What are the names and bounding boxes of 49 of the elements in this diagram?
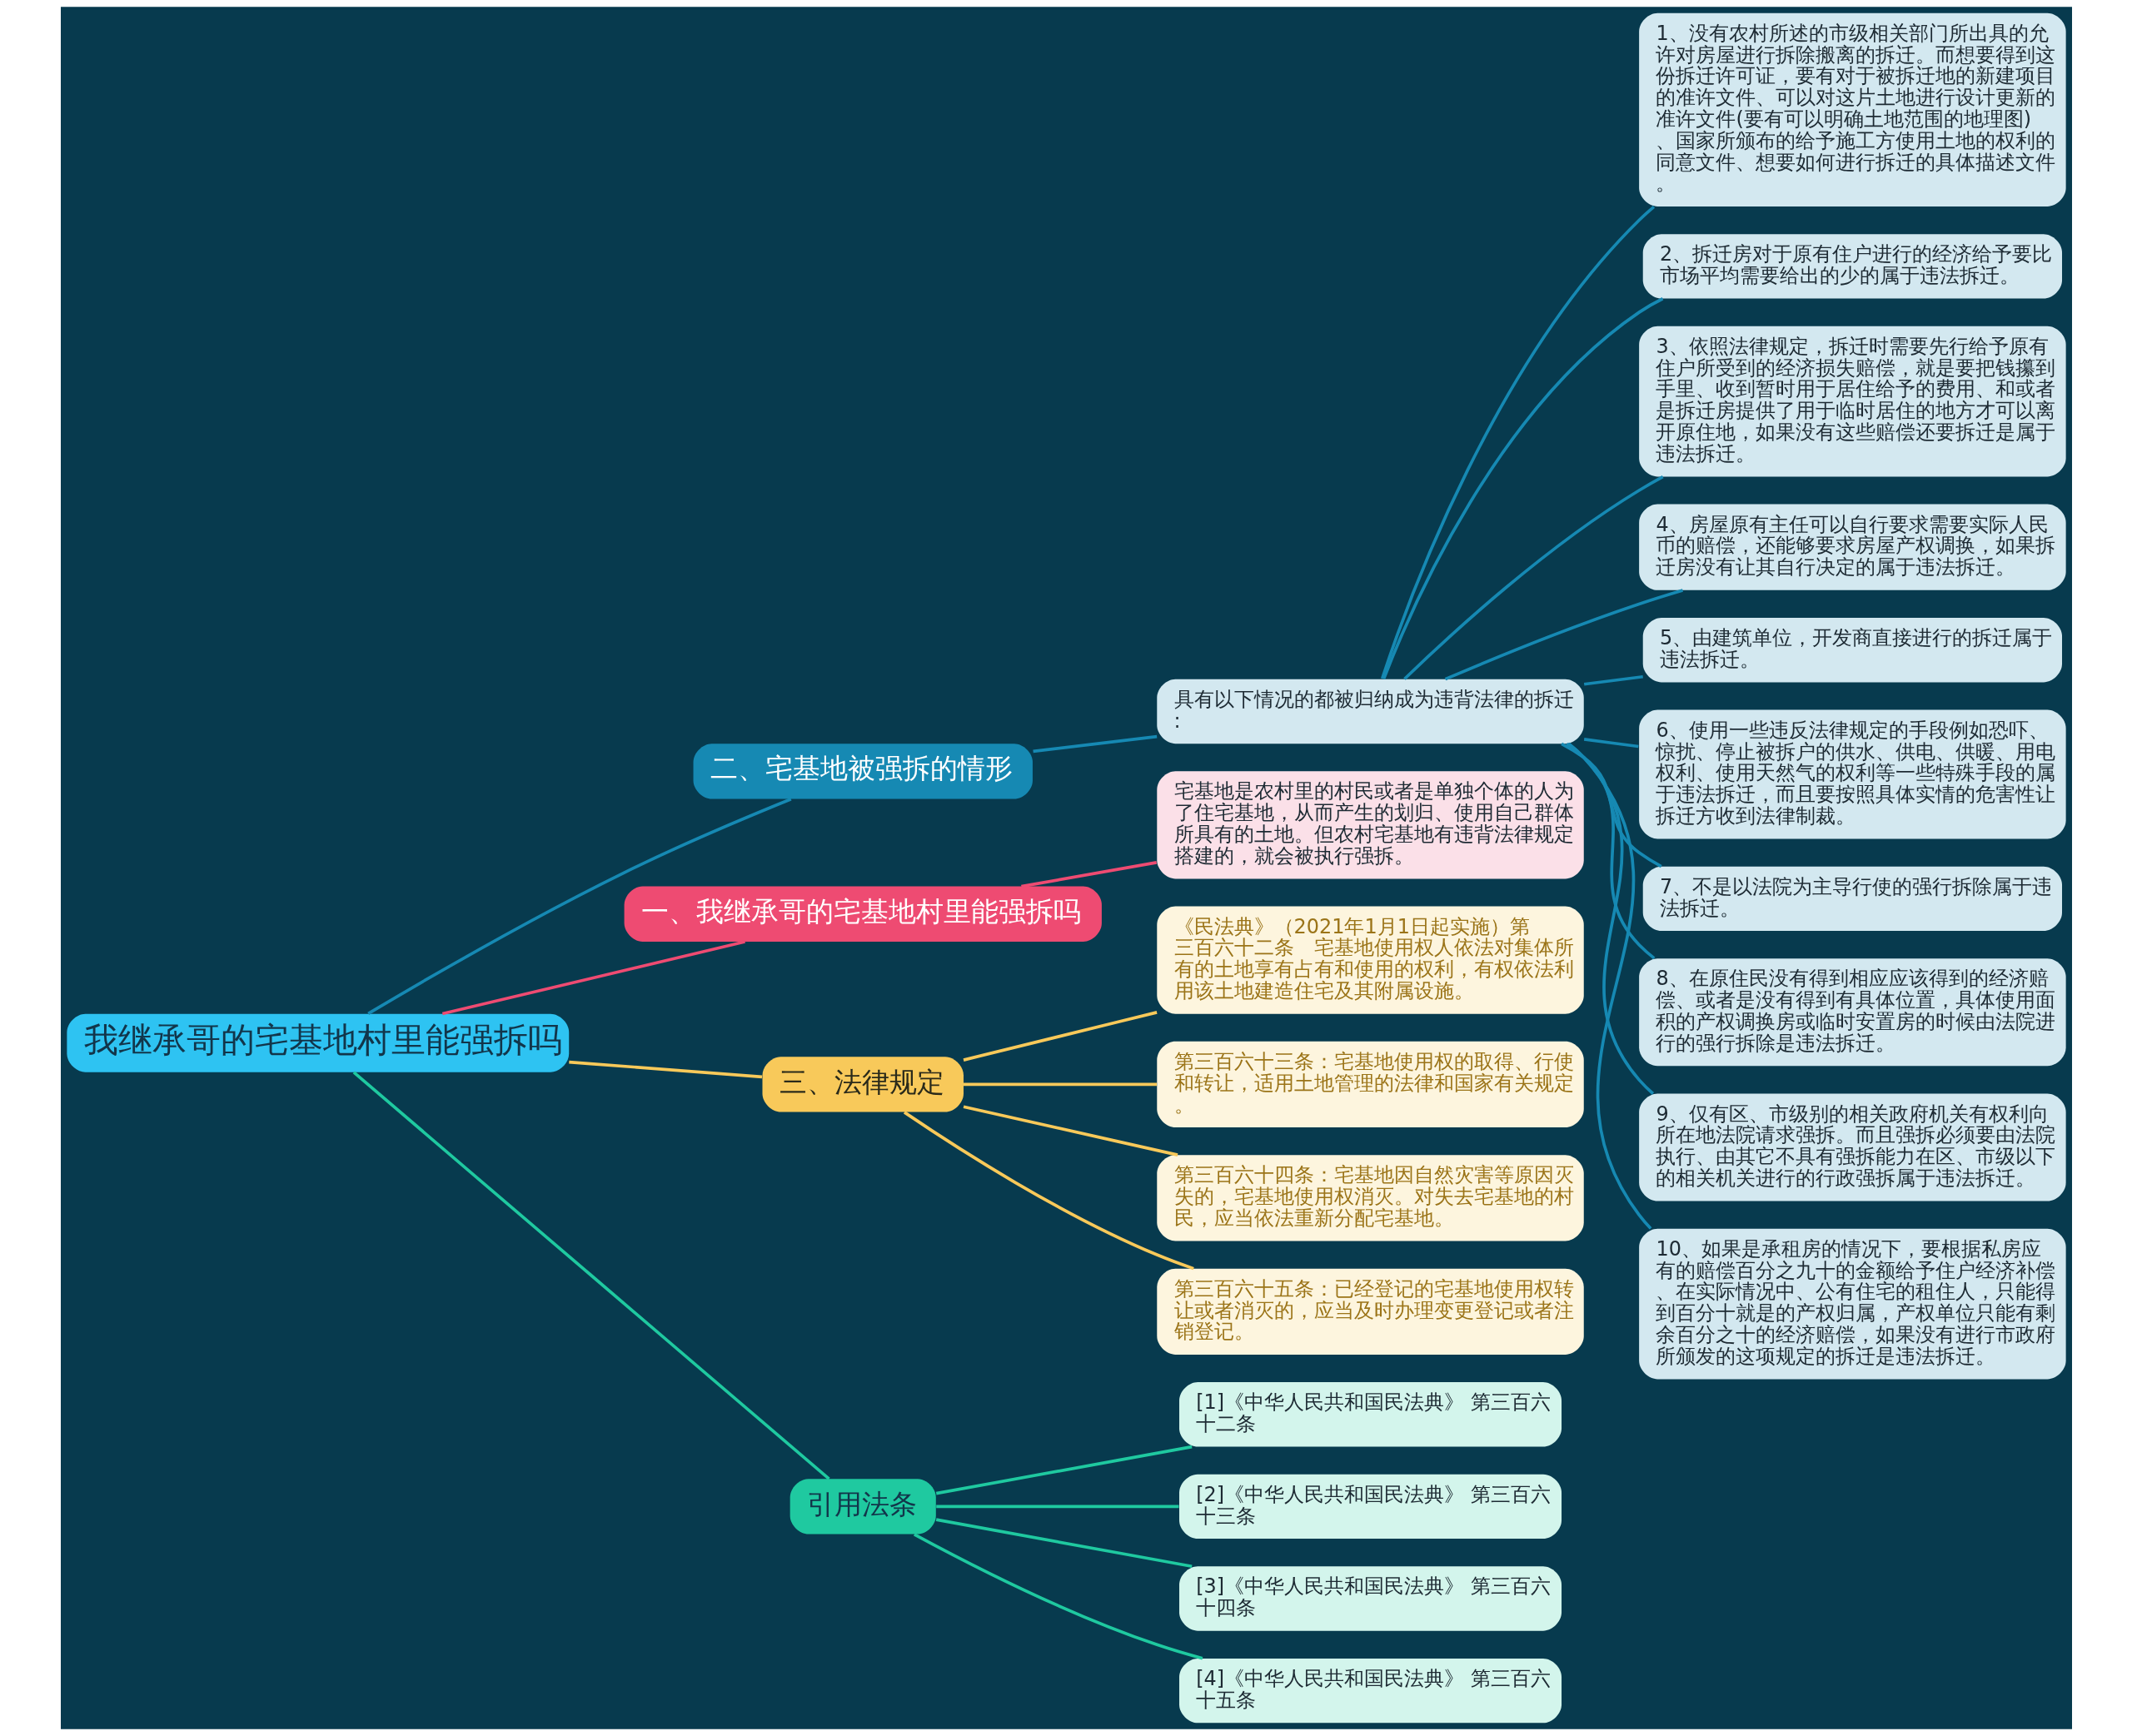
connector bbox=[963, 1105, 1178, 1157]
connector bbox=[1444, 589, 1683, 681]
node-box: 2、拆迁房对于原有住户进行的经济给予要比市场平均需要给出的少的属于违法拆迁。 bbox=[1642, 234, 2062, 299]
node-box: 第三百六十四条：宅基地因自然灾害等原因灭失的，宅基地使用权消灭。对失去宅基地的村民，应当依法重新分配宅基地。 bbox=[1156, 1155, 1584, 1241]
connector bbox=[1583, 738, 1639, 749]
connector bbox=[935, 1445, 1193, 1495]
node-box: 宅基地是农村里的村民或者是单独个体的人为了住宅基地，从而产生的划归、使用自己群体所具有的土地。但农村宅基地有违背法律规定搭建的，就会被执行强拆。 bbox=[1156, 771, 1584, 879]
connector bbox=[1560, 742, 1662, 868]
connector bbox=[1583, 674, 1643, 686]
node-box: 《民法典》（2021年1月1日起实施）第三百六十二条 宅基地使用权人依法对集体所有的土地享有占有和使用的权利，有权依法利用该土地建造住宅及其附属设施。 bbox=[1156, 906, 1584, 1014]
node-box: 第三百六十三条：宅基地使用权的取得、行使和转让，适用土地管理的法律和国家有关规定。 bbox=[1156, 1041, 1584, 1128]
node-box: 引用法条 bbox=[790, 1479, 936, 1535]
node-box: 4、房屋原有主任可以自行要求需要实际人民币的赔偿，还能够要求房屋产权调换，如果拆迁房没有让其自行决定的属于违法拆迁。 bbox=[1638, 504, 2066, 590]
connector bbox=[935, 1505, 1178, 1509]
node-box: 9、仅有区、市级别的相关政府机关有权利向所在地法院请求强拆。而且强拆必须要由法院执行、由其它不具有强拆能力在区、市级以下的相关机关进行的行政强拆属于违法拆迁。 bbox=[1638, 1093, 2066, 1201]
node-box: 1、没有农村所述的市级相关部门所出具的允许对房屋进行拆除搬离的拆迁。而想要得到这份拆迁许可证，要有对于被拆迁地的新建项目的准许文件、可以对这片土地进行设计更新的准许文件(要有可以明确土地范围的地理图)、国家所颁布的给予施工方使用土地的权利的同意文件、想要如何进行拆迁的具体描述文件。 bbox=[1638, 12, 2066, 206]
node-box: 一、我继承哥的宅基地村里能强拆吗 bbox=[624, 886, 1102, 942]
connector bbox=[1380, 205, 1655, 679]
connector bbox=[366, 798, 792, 1015]
node-box: 3、依照法律规定，拆迁时需要先行给予原有住户所受到的经济损失赔偿，就是要把钱攥到手里、收到暂时用于居住给予的费用、和或者是拆迁房提供了用于临时居住的地方才可以离开原住地，如果没有这些赔偿还要拆迁是属于违法拆迁。 bbox=[1638, 326, 2066, 477]
connector bbox=[903, 1111, 1194, 1271]
node-box: 二、宅基地被强拆的情形 bbox=[693, 744, 1033, 799]
connector bbox=[1565, 742, 1655, 960]
connector bbox=[1020, 861, 1157, 888]
node-box: 8、在原住民没有得到相应应该得到的经济赔偿、或者是没有得到有具体位置，具体使用面积的产权调换房或临时安置房的时候由法院进行的强行拆除是违法拆迁。 bbox=[1638, 958, 2066, 1067]
node-box: 7、不是以法院为主导行使的强行拆除属于违法拆迁。 bbox=[1642, 866, 2062, 932]
node-box: 三、法律规定 bbox=[762, 1057, 964, 1112]
node-box: 6、使用一些违反法律规定的手段例如恐吓、惊扰、停止被拆户的供水、供电、供暖、用电权利、使用天然气的权利等一些特殊手段的属于违法拆迁，而且要按照具体实情的危害性让拆迁方收到法律制裁。 bbox=[1638, 709, 2066, 839]
node-box: 10、如果是承租房的情况下，要根据私房应有的赔偿百分之九十的金额给予住户经济补偿、在实际情况中、公有住宅的租住人，只能得到百分十就是的产权归属，产权单位只能有剩余百分之十的经济赔偿，如果没有进行市政府所颁发的这项规定的拆迁是违法拆迁。 bbox=[1638, 1228, 2066, 1380]
connector bbox=[935, 1518, 1193, 1569]
node-box: 具有以下情况的都被归纳成为违背法律的拆迁 : bbox=[1156, 679, 1584, 744]
connector bbox=[1567, 742, 1651, 1230]
node-box: 我继承哥的宅基地村里能强拆吗 bbox=[66, 1013, 569, 1072]
connector bbox=[1567, 742, 1654, 1095]
node-box: 5、由建筑单位，开发商直接进行的拆迁属于违法拆迁。 bbox=[1642, 618, 2062, 683]
connector bbox=[1032, 734, 1157, 754]
node-box: [1]《中华人民共和国民法典》 第三百六十二条 bbox=[1178, 1382, 1562, 1447]
node-box: [4]《中华人民共和国民法典》 第三百六十五条 bbox=[1178, 1658, 1562, 1724]
connector bbox=[913, 1533, 1203, 1660]
connector bbox=[963, 1082, 1157, 1087]
connector bbox=[441, 940, 745, 1016]
connector bbox=[963, 1011, 1158, 1062]
node-box: 第三百六十五条：已经登记的宅基地使用权转让或者消灭的，应当及时办理变更登记或者注销登记。 bbox=[1156, 1268, 1584, 1355]
node-box: [3]《中华人民共和国民法典》 第三百六十四条 bbox=[1178, 1566, 1562, 1631]
connector bbox=[568, 1060, 762, 1079]
connector bbox=[1402, 475, 1664, 680]
connector bbox=[352, 1071, 830, 1480]
connector bbox=[1382, 297, 1663, 680]
node-box: [2]《中华人民共和国民法典》 第三百六十三条 bbox=[1178, 1474, 1562, 1540]
